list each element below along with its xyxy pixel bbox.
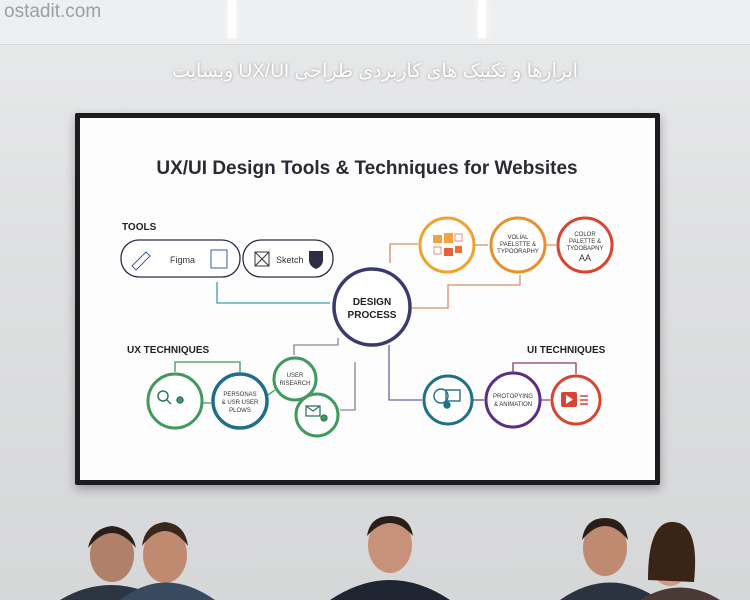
layout-grid-icon [433,233,463,256]
presentation-icon [433,388,461,409]
meeting-people [60,516,720,600]
ui-label: UI TECHNIQUES [527,345,606,356]
person [330,516,450,600]
person [560,518,660,600]
node-label: TYPOORAPHY [497,249,539,255]
diagram-screen: UX/UI Design Tools & Techniques for Webs… [80,118,655,480]
prototyping-node [484,371,542,429]
node-label: PROTOPYING [493,394,533,400]
design-process-node [332,267,412,347]
node-label: VOLIAL [507,235,529,241]
layout-node [418,216,476,274]
user-research-node [272,356,318,402]
color-node [556,216,614,274]
tool-sketch: Sketch [242,239,334,278]
node-label: USER [287,373,304,379]
feedback-node [294,392,340,438]
node-label: TYDOBAPNY [566,246,603,252]
diagram: UX/UI Design Tools & Techniques for Webs… [120,158,614,438]
grid-icon [254,251,270,267]
connectors [174,243,577,411]
personas-node [211,372,269,430]
mail-icon [305,405,328,422]
ceiling-light [228,0,236,38]
person [640,521,720,600]
node-label: PROCESS [348,310,397,321]
node-label: AA [579,253,591,263]
node-label: COLOR [574,232,596,238]
ceiling-light [478,0,486,38]
research-node [146,372,204,430]
node-label: DESIGN [353,297,391,308]
node-label: PLOWS [229,408,251,414]
pencil-icon [131,251,151,271]
search-user-icon [157,390,184,405]
person [120,522,215,600]
tools-label: TOOLS [122,222,157,233]
shield-icon [309,251,323,269]
diagram-title: UX/UI Design Tools & Techniques for Webs… [156,158,577,179]
watermark: ostadit.com [4,1,102,22]
ux-label: UX TECHNIQUES [127,345,210,356]
node-label: PERSONAS [223,392,256,398]
play-icon [561,392,588,407]
page-title: ابزارها و تکنیک های کاربردی طراحی UX/UI … [172,61,578,82]
node-label: PAELSTTE & [500,242,536,248]
tool-figma: Figma [120,239,241,278]
node-label: & ANIMATION [494,402,532,408]
node-label: PALETTE & [569,239,601,245]
node-label: RISEARCH [279,381,310,387]
tool-label: Figma [170,255,195,265]
tool-label: Sketch [276,255,304,265]
wireframe-node [422,374,474,426]
visual-node [489,216,547,274]
frame-icon [210,249,228,269]
ceiling [0,0,750,45]
node-label: & USR USER [222,400,259,406]
tv-screen: UX/UI Design Tools & Techniques for Webs… [75,113,660,485]
